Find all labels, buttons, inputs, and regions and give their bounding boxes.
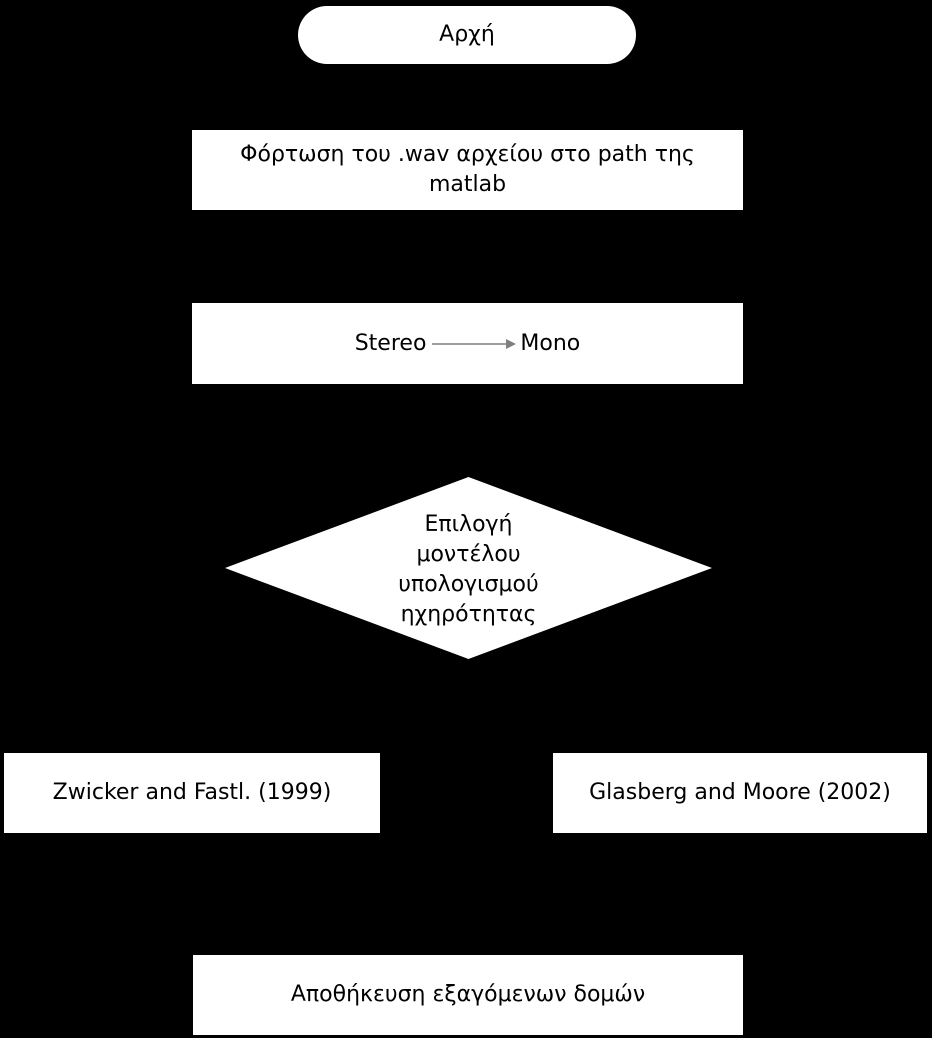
- decision-line-2: μοντέλου: [416, 542, 521, 567]
- stereo-to-mono-step: Stereo Mono: [192, 303, 743, 384]
- zwicker-fastl-option: Zwicker and Fastl. (1999): [4, 753, 380, 833]
- start-terminal: Αρχή: [298, 6, 636, 64]
- zwicker-fastl-label: Zwicker and Fastl. (1999): [52, 780, 332, 805]
- decision-line-4: ηχηρότητας: [400, 602, 537, 627]
- conversion-row: Stereo Mono: [355, 329, 581, 359]
- decision-line-3: υπολογισμού: [398, 572, 539, 597]
- decision-label: Επιλογή μοντέλου υπολογισμού ηχηρότητας: [340, 500, 597, 640]
- conversion-to-label: Mono: [520, 330, 581, 356]
- decision-line-1: Επιλογή: [424, 512, 513, 537]
- decision-diamond: [225, 477, 712, 659]
- load-wav-step: Φόρτωση του .wav αρχείου στο path της ma…: [192, 130, 743, 210]
- start-label: Αρχή: [439, 22, 495, 47]
- arrow-right-icon: [428, 336, 518, 352]
- save-structures-step: Αποθήκευση εξαγόμενων δομών: [193, 955, 743, 1035]
- glasberg-moore-label: Glasberg and Moore (2002): [589, 780, 891, 805]
- load-wav-label: Φόρτωση του .wav αρχείου στο path της ma…: [240, 142, 695, 197]
- glasberg-moore-option: Glasberg and Moore (2002): [553, 753, 927, 833]
- save-structures-label: Αποθήκευση εξαγόμενων δομών: [290, 982, 646, 1007]
- conversion-from-label: Stereo: [354, 330, 427, 356]
